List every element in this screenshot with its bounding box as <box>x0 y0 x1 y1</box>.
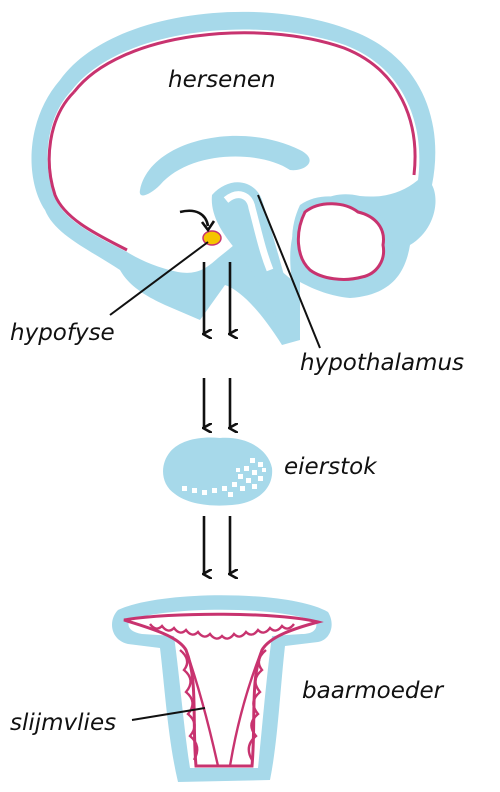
label-ovary: eierstok <box>284 454 378 480</box>
brain <box>31 12 435 345</box>
label-brain: hersenen <box>168 67 276 93</box>
label-pituitary: hypofyse <box>10 320 115 346</box>
uterus <box>112 595 332 782</box>
label-hypothalamus: hypothalamus <box>300 350 464 376</box>
label-endometrium: slijmvlies <box>10 710 116 736</box>
uterus-inner <box>129 610 317 768</box>
ovary <box>163 438 272 506</box>
label-uterus: baarmoeder <box>302 678 445 704</box>
hormone-arrows-ovary <box>204 516 230 574</box>
